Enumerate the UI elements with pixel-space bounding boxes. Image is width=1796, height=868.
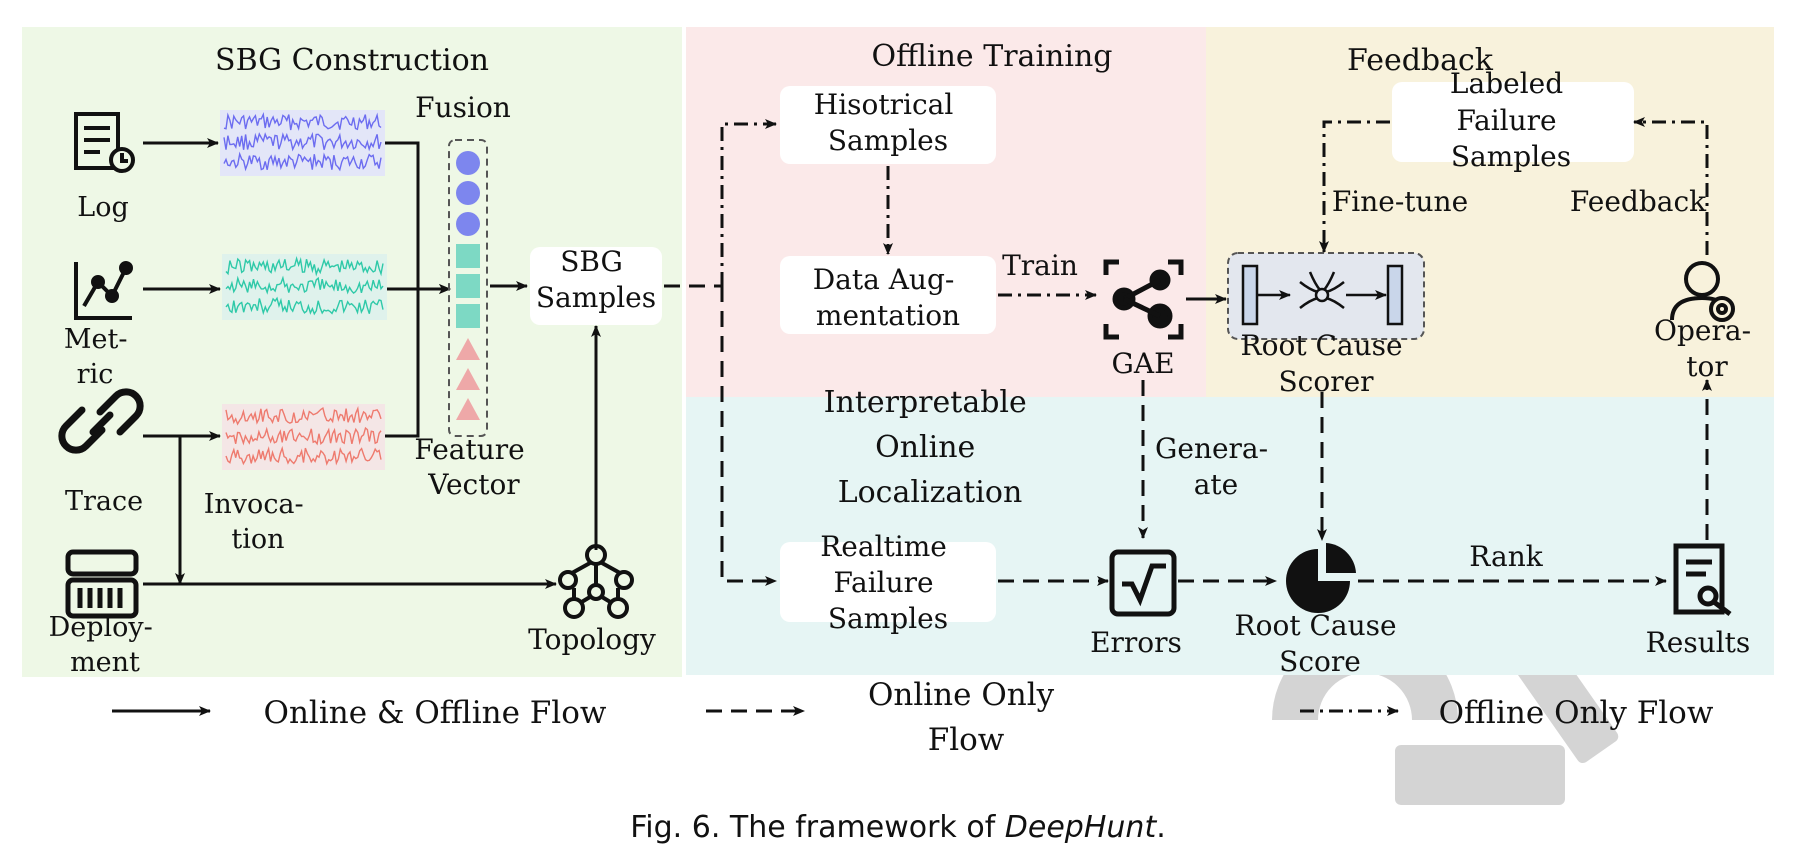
waveform-line bbox=[225, 445, 382, 466]
waveform-line bbox=[225, 296, 384, 316]
deployment-server-icon bbox=[65, 549, 139, 619]
gae-icon bbox=[1103, 259, 1184, 340]
legend: Online & Offline Flow Online Only Flow O… bbox=[112, 677, 1714, 758]
feature-square bbox=[456, 244, 480, 268]
legend-solid-label: Online & Offline Flow bbox=[264, 695, 607, 731]
log-icon bbox=[74, 112, 135, 173]
labeled-failure-samples-label: Labeled Failure Samples bbox=[1450, 67, 1572, 173]
neural-network-icon bbox=[1241, 264, 1404, 326]
root-cause-scorer-box bbox=[1227, 252, 1425, 340]
feature-circle bbox=[456, 212, 480, 236]
online-localization-title: Interpretable Online Localization bbox=[824, 385, 1037, 510]
results-document-icon bbox=[1673, 543, 1732, 616]
historical-samples-label: Hisotrical Samples bbox=[814, 88, 962, 157]
feedback-title: Feedback bbox=[1347, 43, 1494, 78]
trace-label: Trace bbox=[65, 486, 143, 517]
feedback-arrow bbox=[1633, 117, 1709, 255]
data-augmentation-box bbox=[780, 256, 996, 334]
rank-label: Rank bbox=[1469, 540, 1543, 573]
invocation-label: Invoca- tion bbox=[204, 489, 313, 555]
feature-square bbox=[456, 274, 480, 298]
offline-training-title: Offline Training bbox=[872, 39, 1113, 74]
fusion-label: Fusion bbox=[415, 91, 511, 124]
data-augmentation-label: Data Aug- mentation bbox=[813, 263, 964, 332]
offline-training-panel bbox=[686, 27, 1206, 397]
legend-dashed-label: Online Only Flow bbox=[868, 677, 1064, 758]
sbg-samples-label: SBG Samples bbox=[536, 245, 656, 314]
source-to-wave-arrows bbox=[143, 138, 601, 589]
errors-label: Errors bbox=[1090, 626, 1182, 659]
root-cause-score-label: Root Cause Score bbox=[1235, 609, 1406, 678]
feature-square bbox=[456, 304, 480, 328]
metric-icon bbox=[74, 261, 133, 320]
feature-triangle bbox=[456, 338, 480, 360]
labeled-failure-samples-box bbox=[1392, 82, 1634, 162]
feature-vector-label: Feature Vector bbox=[414, 433, 533, 501]
log-label: Log bbox=[77, 192, 128, 223]
waveform-line bbox=[225, 255, 384, 277]
metric-label: Met- ric bbox=[64, 324, 136, 390]
caption-name: DeepHunt bbox=[1004, 810, 1157, 845]
topology-icon bbox=[558, 544, 634, 619]
figure-caption: Fig. 6. The framework of DeepHunt. bbox=[0, 810, 1796, 845]
waveform-line bbox=[225, 406, 382, 426]
waveform-line bbox=[223, 131, 382, 152]
results-label: Results bbox=[1646, 626, 1751, 659]
feature-vector-box bbox=[448, 139, 488, 437]
gae-label: GAE bbox=[1111, 347, 1174, 380]
operator-label: Opera- tor bbox=[1654, 314, 1760, 383]
online-localization-panel bbox=[686, 397, 1774, 675]
legend-dashdot-label: Offline Only Flow bbox=[1439, 695, 1714, 731]
root-cause-scorer-label: Root Cause Scorer bbox=[1241, 329, 1412, 398]
finetune-arrow bbox=[1319, 120, 1390, 253]
feature-triangle bbox=[456, 368, 480, 390]
finetune-label: Fine-tune bbox=[1332, 185, 1468, 218]
caption-prefix: Fig. 6. The framework of bbox=[630, 810, 1005, 845]
feature-circle bbox=[456, 181, 480, 205]
historical-samples-box bbox=[780, 86, 996, 164]
realtime-failure-samples-box bbox=[780, 542, 996, 622]
waveform-line bbox=[225, 426, 382, 446]
sbg-samples-box bbox=[530, 247, 662, 325]
sbg-dispatch-arrows bbox=[664, 119, 777, 586]
train-label: Train bbox=[1002, 249, 1078, 282]
feature-circle bbox=[456, 151, 480, 175]
trace-link-icon bbox=[58, 388, 144, 454]
topology-label: Topology bbox=[528, 623, 656, 656]
operator-icon bbox=[1670, 261, 1735, 322]
caption-suffix: . bbox=[1156, 810, 1166, 845]
score-pie-icon bbox=[1286, 543, 1356, 613]
feature-triangle bbox=[456, 398, 480, 420]
waveform-line bbox=[223, 112, 382, 131]
waveform-line bbox=[223, 151, 382, 172]
deployment-label: Deploy- ment bbox=[49, 612, 162, 678]
sbg-construction-title: SBG Construction bbox=[215, 43, 489, 78]
realtime-failure-samples-label: Realtime Failure Samples bbox=[820, 530, 956, 635]
errors-icon bbox=[1109, 549, 1177, 617]
generate-label: Genera- ate bbox=[1155, 432, 1277, 501]
waveform-line bbox=[225, 275, 384, 295]
feedback-label: Feedback bbox=[1570, 185, 1707, 218]
